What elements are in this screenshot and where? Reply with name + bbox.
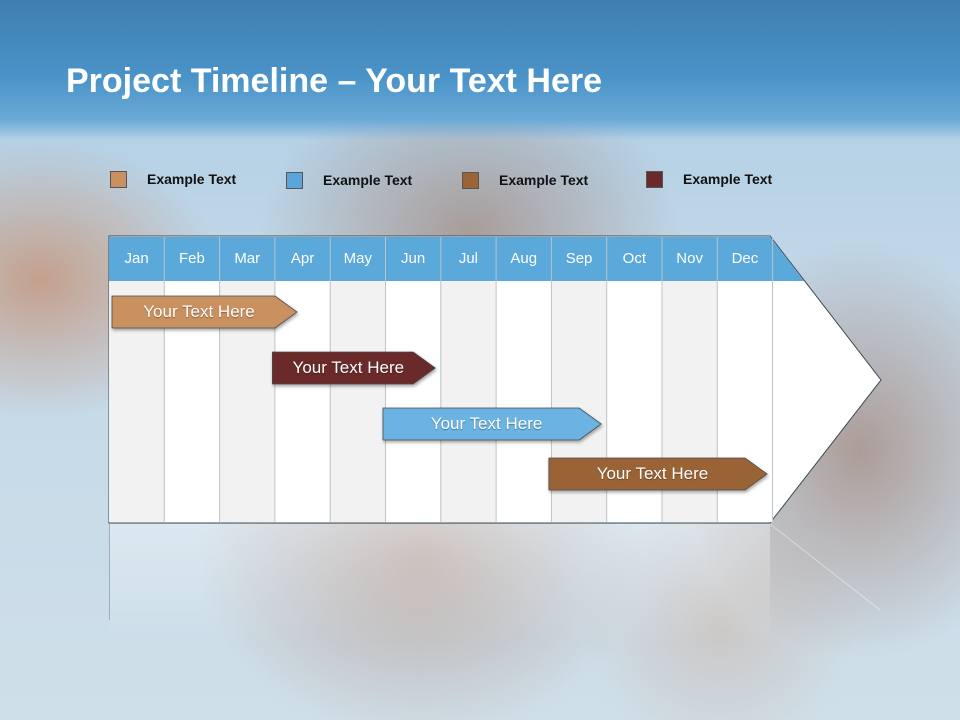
legend-label: Example Text [147,171,237,187]
legend-swatch [286,172,303,189]
month-column [496,281,552,522]
task-bar [382,407,602,441]
legend-label: Example Text [683,171,773,187]
month-label: Jul [458,250,479,267]
legend-label: Example Text [323,172,413,188]
legend-swatch [110,171,127,188]
task-bar-label: Your Text Here [596,464,709,483]
month-label: May [343,250,372,267]
title-rest: – Your Text Here [328,62,603,100]
timeline-reflection [109,523,881,644]
month-label: Mar [234,250,261,267]
bars [111,295,768,491]
month-label: Feb [179,250,205,267]
month-column [385,281,441,522]
month-label: Apr [290,250,315,267]
month-label: Dec [731,250,759,267]
legend-swatch [646,171,663,188]
month-label: Nov [676,250,703,267]
month-label: Aug [510,250,538,267]
title-bar [0,0,960,140]
task-bar-label: Your Text Here [430,414,543,433]
month-label: Oct [622,250,646,267]
month-label: Jan [124,250,149,267]
title-bold: Project Timeline [66,62,329,100]
month-column [330,281,386,522]
month-band [109,237,804,281]
month-label: Jun [401,250,426,267]
legend-label: Example Text [499,172,589,188]
task-bar-label: Your Text Here [292,358,405,377]
task-bar [111,295,298,329]
page-title: Project Timeline – Your Text Here [66,60,602,102]
task-bar-label: Your Text Here [143,302,255,321]
month-label: Sep [565,250,593,267]
month-column [440,281,497,522]
legend-swatch [462,172,479,189]
task-bar [548,457,768,491]
task-bar [271,351,436,385]
